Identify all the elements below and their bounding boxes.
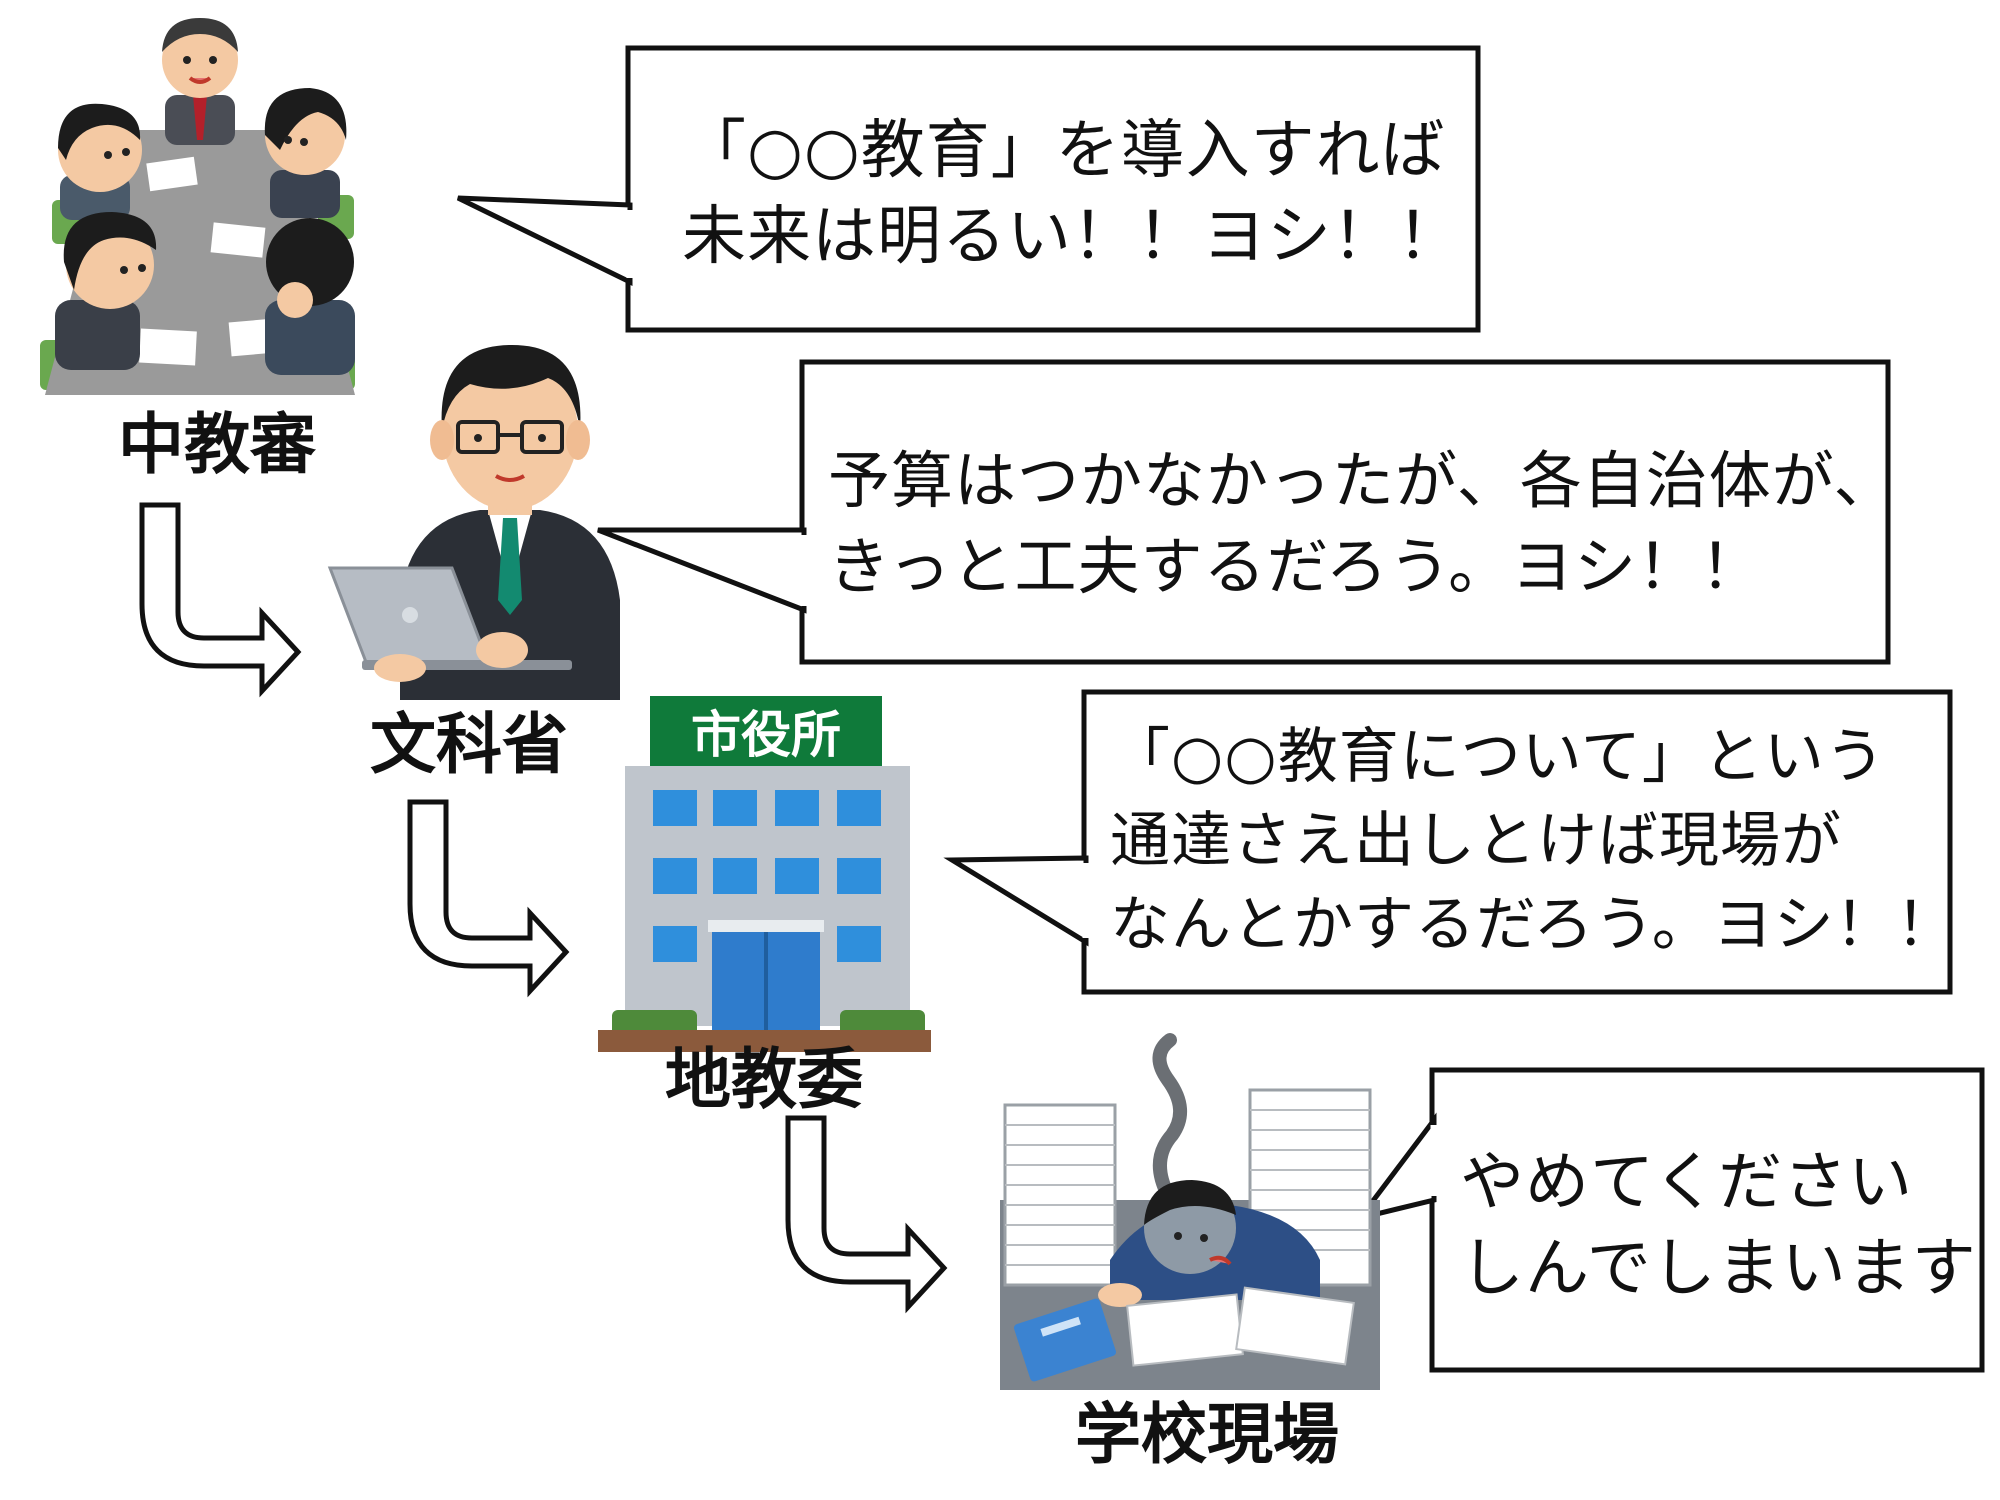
flow-arrow-icon (407, 799, 570, 998)
speech-line: きっと工夫するだろう。ヨシ！！ (828, 530, 1764, 603)
label-chikyoi: 地教委 (665, 1041, 863, 1118)
label-chukyoshin: 中教審 (118, 406, 316, 483)
speech-text-gakko: やめてください しんでしまいます (1460, 1140, 1977, 1312)
exhausted-worker-icon (1000, 1033, 1380, 1390)
speech-text-monkasho: 予算はつかなかったが、各自治体が、 きっと工夫するだろう。ヨシ！！ (828, 438, 1897, 610)
official-laptop-icon (327, 345, 620, 700)
speech-text-chukyoshin: 「○○教育」を導入すれば 未来は明るい！！ヨシ！！ (682, 108, 1462, 280)
speech-line: 「○○教育について」という (1110, 722, 1886, 792)
flow-arrow-icon (785, 1115, 948, 1314)
speech-bubble-4 (1353, 1067, 1985, 1373)
speech-line: なんとかするだろう。ヨシ！！ (1110, 890, 1957, 960)
label-gakko: 学校現場 (1075, 1396, 1339, 1473)
sign-text: 市役所 (691, 706, 841, 764)
speech-line: 予算はつかなかったが、各自治体が、 (828, 444, 1897, 517)
speech-line: 通達さえ出しとけば現場が (1110, 806, 1842, 876)
city-hall-building-icon (598, 696, 931, 1052)
speech-bubble-1 (456, 45, 1481, 333)
speech-bubble-3 (943, 689, 1953, 995)
speech-line: しんでしまいます (1460, 1232, 1977, 1306)
speech-bubble-2 (597, 359, 1891, 665)
speech-line: 未来は明るい！！ヨシ！！ (682, 200, 1462, 274)
meeting-people-icon (40, 18, 355, 395)
speech-text-chikyoi: 「○○教育について」という 通達さえ出しとけば現場が なんとかするだろう。ヨシ！… (1110, 715, 1957, 967)
speech-line: 「○○教育」を導入すれば (682, 114, 1446, 188)
speech-line: やめてください (1460, 1146, 1914, 1220)
flow-arrow-icon (139, 502, 302, 698)
label-monkasho: 文科省 (370, 706, 568, 783)
